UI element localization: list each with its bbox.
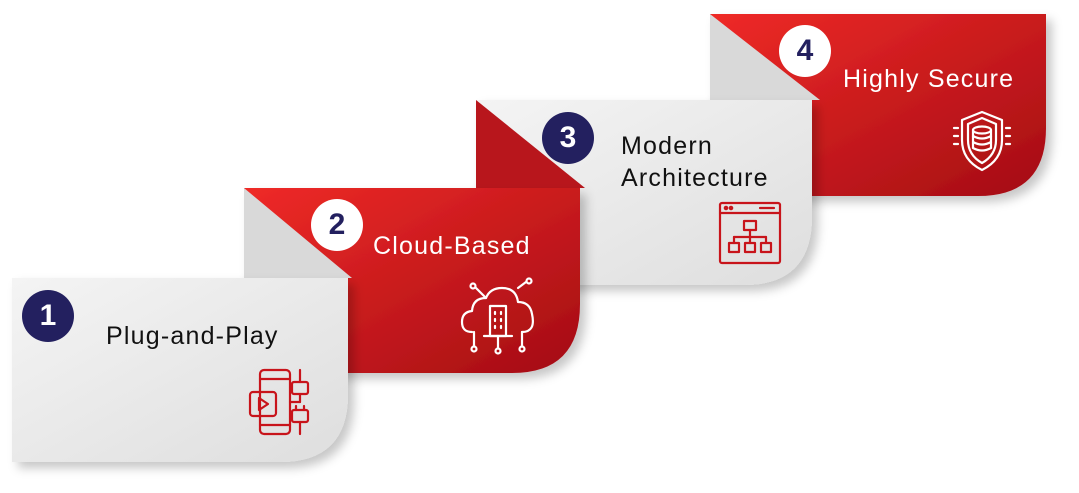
- step-label-3-line-1: Modern: [621, 132, 713, 160]
- step-number-3: 3: [542, 112, 594, 164]
- architecture-window-icon: [718, 201, 782, 265]
- step-label-2: Cloud-Based: [373, 232, 531, 260]
- fold-corner: [476, 100, 585, 188]
- plug-and-play-icon: [248, 368, 310, 436]
- step-number-4: 4: [779, 25, 831, 77]
- step-label-3-line-2: Architecture: [621, 164, 769, 192]
- step-label-1: Plug-and-Play: [106, 322, 279, 350]
- fold-corner: [710, 14, 820, 100]
- shield-database-icon: [952, 110, 1012, 172]
- cloud-building-icon: [460, 277, 534, 355]
- step-number-2: 2: [311, 199, 363, 251]
- fold-corner: [244, 188, 352, 278]
- step-label-4: Highly Secure: [843, 65, 1015, 93]
- step-number-1: 1: [22, 290, 74, 342]
